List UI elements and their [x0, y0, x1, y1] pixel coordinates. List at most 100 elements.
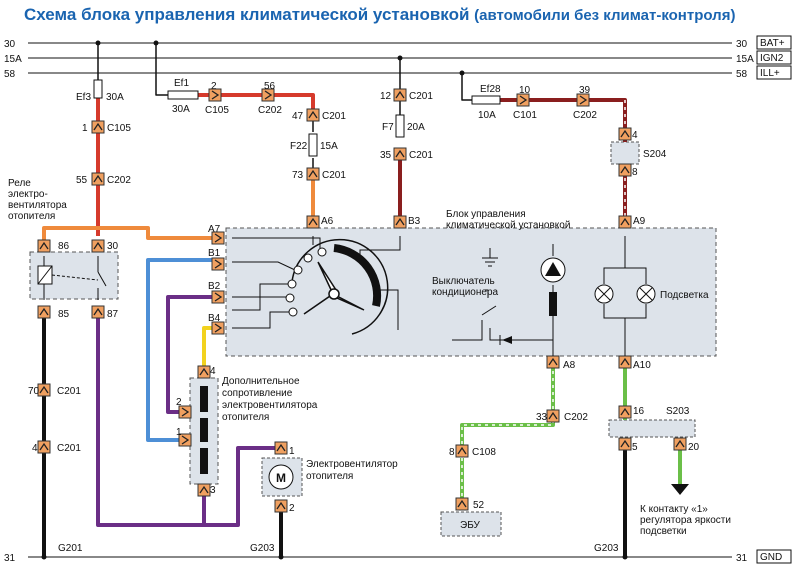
- wire-b2-resistor2: [166, 295, 222, 414]
- cu-pin-a8: A8: [563, 360, 576, 371]
- fuse-ef28-rating: 10A: [478, 110, 496, 121]
- connector-chevron: [93, 122, 103, 131]
- fuse-f7-id: F7: [382, 122, 394, 133]
- ecu-box: [440, 511, 502, 537]
- connector-chevron: [181, 435, 190, 445]
- connector-pin: [576, 93, 590, 107]
- connector-pin: [211, 257, 225, 271]
- connector-chevron: [548, 411, 558, 420]
- connector-pin: [618, 355, 632, 369]
- connector-pin: [261, 88, 275, 102]
- connector-pin: [274, 441, 288, 455]
- s203-name: S203: [666, 406, 690, 417]
- rail-left-gnd: 31: [4, 553, 16, 564]
- connector-pin: [91, 120, 105, 134]
- conn-c201a-name: C201: [322, 111, 346, 122]
- connector-chevron: [620, 217, 630, 226]
- conn-relay-pin: 55: [76, 175, 88, 186]
- wire-a8-c108: [460, 364, 555, 446]
- connector-chevron: [199, 367, 209, 376]
- fuse-f7-rating: 20A: [407, 122, 425, 133]
- conn-c201a-pin: 47: [292, 111, 304, 122]
- connector-chevron: [457, 499, 467, 508]
- conn-c202b-name: C202: [573, 110, 597, 121]
- conn-c101-pin: 10: [519, 85, 531, 96]
- connector-chevron: [93, 174, 103, 183]
- ecu-pin: 52: [473, 500, 485, 511]
- fan-switch-contacts: [285, 247, 327, 317]
- relay: Реле электро- вентилятора отопителя 86 3…: [8, 178, 119, 320]
- conn-c201e-pin: 70: [28, 386, 40, 397]
- relay-contact: [97, 271, 107, 287]
- s203-pin-top: 16: [633, 406, 645, 417]
- resistor-label-4: отопителя: [222, 412, 269, 423]
- connector-chevron: [214, 233, 223, 243]
- relay-pin-87: 87: [107, 309, 119, 320]
- ac-switch-label-2: кондиционера: [432, 287, 499, 298]
- motor-symbol: M: [276, 471, 286, 485]
- motor-pin-2: 2: [289, 503, 295, 514]
- s203-pin-left: 5: [632, 442, 638, 453]
- connector-chevron: [211, 90, 220, 100]
- motor-icon: [268, 464, 294, 490]
- fuse-ef3-id: Ef3: [76, 92, 91, 103]
- ac-led-triangle: [545, 262, 561, 276]
- connector-pin: [178, 433, 192, 447]
- conn-c108-pin: 8: [449, 447, 455, 458]
- connector-chevron: [308, 169, 318, 178]
- junction-dots: [41, 40, 628, 560]
- motor-label-1: Электровентилятор: [306, 459, 398, 470]
- conn-c201c-pin: 12: [380, 91, 392, 102]
- relay-pin-86: 86: [58, 241, 70, 252]
- title-text: Схема блока управления климатической уст…: [24, 5, 470, 24]
- backlight-label: Подсветка: [660, 290, 709, 301]
- wire-relay86-a7: [42, 226, 222, 246]
- relay-label-2: электро-: [8, 189, 48, 200]
- connector-pin: [197, 483, 211, 497]
- conn-c202a-name: C202: [258, 105, 282, 116]
- resistor-label-2: сопротивление: [222, 388, 293, 399]
- connector-chevron: [620, 129, 630, 138]
- cu-pin-a10: A10: [633, 360, 651, 371]
- connector-pin: [274, 499, 288, 513]
- cu-pin-b2: B2: [208, 281, 221, 292]
- tag-ign: IGN2: [760, 53, 784, 64]
- connector-chevron: [620, 357, 630, 366]
- dimmer-note: К контакту «1» регулятора яркости подсве…: [640, 484, 731, 537]
- ground-g203-a: G203: [250, 543, 275, 554]
- connector-pin: [211, 321, 225, 335]
- conn-c202c-pin: 33: [536, 412, 548, 423]
- connector-pin: [37, 239, 51, 253]
- connector-pin: [618, 437, 632, 451]
- connector-pin: [197, 365, 211, 379]
- fan-switch-track: [333, 244, 382, 307]
- connector-chevron: [39, 307, 49, 316]
- fuse-ef3: [93, 79, 103, 99]
- connector-chevron: [548, 357, 558, 366]
- connector-pin: [306, 167, 320, 181]
- connector-chevron: [620, 165, 630, 174]
- rail-right-gnd: 31: [736, 553, 748, 564]
- conn-c201c-name: C201: [409, 91, 433, 102]
- connector-chevron: [395, 90, 405, 99]
- connector-chevron: [620, 407, 630, 416]
- cu-pin-a9: A9: [633, 216, 646, 227]
- s204-name: S204: [643, 149, 667, 160]
- conn-ef3-pin: 1: [82, 123, 88, 134]
- connector-pin: [393, 147, 407, 161]
- connector-pin: [516, 93, 530, 107]
- relay-pin-85: 85: [58, 309, 70, 320]
- diagram-title: Схема блока управления климатической уст…: [24, 5, 735, 25]
- connector-chevron: [395, 149, 405, 158]
- connector-pin: [37, 305, 51, 319]
- conn-c202c-name: C202: [564, 412, 588, 423]
- rail-tags: BAT+ IGN2 ILL+ GND: [756, 35, 792, 564]
- connector-pin: [455, 497, 469, 511]
- wire-b1-resistor1: [146, 258, 222, 442]
- fuse-ef1-rating: 30A: [172, 104, 190, 115]
- connector-chevron: [276, 443, 286, 452]
- relay-label-1: Реле: [8, 178, 31, 189]
- ecu-label: ЭБУ: [460, 520, 481, 531]
- connector-pin: [306, 108, 320, 122]
